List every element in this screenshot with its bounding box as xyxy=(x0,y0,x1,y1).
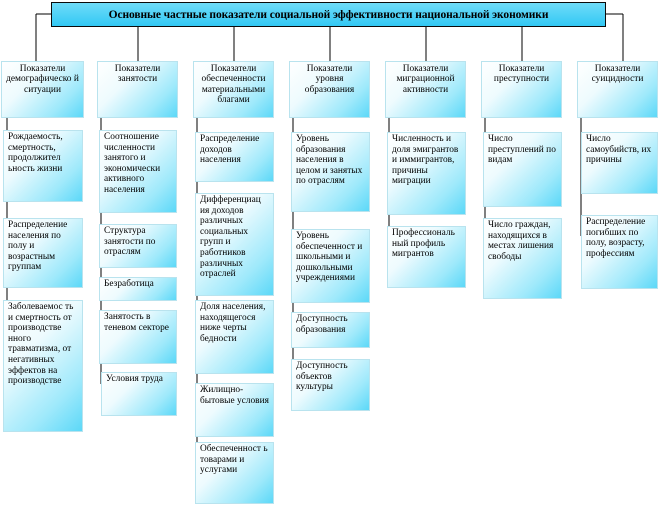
item-welfare-1: Распределение доходов населения xyxy=(195,132,274,182)
item-welfare-5: Обеспеченност ь товарами и услугами xyxy=(195,442,274,504)
item-migration-1: Численность и доля эмигрантов и иммигран… xyxy=(387,132,466,215)
item-education-1: Уровень образования населения в целом и … xyxy=(291,132,370,212)
item-education-3: Доступность образования xyxy=(291,312,370,348)
item-crime-2: Число граждан, находящихся в местах лише… xyxy=(483,218,562,299)
header-employment: Показатели занятости xyxy=(97,61,178,118)
item-migration-2: Профессиональ ный профиль мигрантов xyxy=(387,226,466,288)
item-welfare-4: Жилищно-бытовые условия xyxy=(195,383,274,437)
header-material-welfare: Показатели обеспеченности материальными … xyxy=(193,61,274,118)
item-crime-1: Число преступлений по видам xyxy=(483,132,562,207)
item-welfare-3: Доля населения, находящегося ниже черты … xyxy=(195,300,274,374)
item-welfare-2: Дифференциац ия доходов различных социал… xyxy=(195,193,274,296)
item-suicide-2: Распределение погибших по полу, возрасту… xyxy=(581,215,658,289)
item-employment-1: Соотношение численности занятого и эконо… xyxy=(99,130,177,213)
header-migration: Показатели миграционной активности xyxy=(385,61,466,118)
item-demography-1: Рождаемость, смертность, продолжител ьно… xyxy=(3,130,83,202)
item-suicide-1: Число самоубийств, их причины xyxy=(581,132,658,194)
header-crime: Показатели преступности xyxy=(481,61,562,118)
item-employment-2: Структура занятости по отраслям xyxy=(99,224,177,268)
item-education-2: Уровень обеспеченност и школьными и дошк… xyxy=(291,229,370,303)
header-suicide: Показатели суицидности xyxy=(577,61,658,118)
item-employment-3: Безработица xyxy=(99,277,177,301)
item-demography-2: Распределение населения по полу и возрас… xyxy=(3,218,83,288)
item-demography-3: Заболеваемос ть и смертность от производ… xyxy=(3,300,83,432)
header-demography: Показатели демографическо й ситуации xyxy=(1,61,84,118)
item-education-4: Доступность объектов культуры xyxy=(291,359,370,411)
item-employment-4: Занятость в теневом секторе xyxy=(99,310,177,364)
item-employment-5: Условия труда xyxy=(101,372,177,416)
header-education: Показатели уровня образования xyxy=(289,61,370,118)
diagram-title: Основные частные показатели социальной э… xyxy=(51,2,606,27)
